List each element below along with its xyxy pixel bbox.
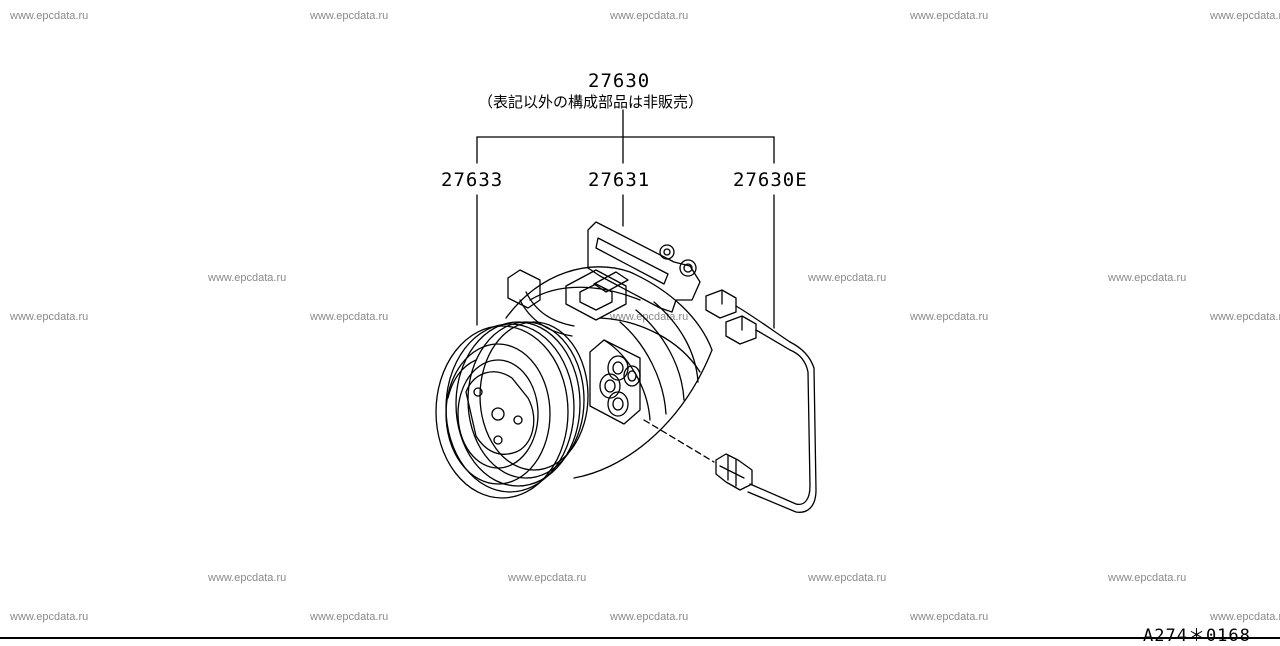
watermark: www.epcdata.ru: [1210, 10, 1280, 22]
watermark: www.epcdata.ru: [310, 10, 389, 22]
watermark: www.epcdata.ru: [1210, 611, 1280, 623]
watermark: www.epcdata.ru: [910, 611, 989, 623]
watermark: www.epcdata.ru: [310, 611, 389, 623]
watermark: www.epcdata.ru: [208, 272, 287, 284]
leader-lines: [476, 109, 775, 329]
watermark: www.epcdata.ru: [310, 311, 389, 323]
watermark: www.epcdata.ru: [610, 10, 689, 22]
sensor-leader: [643, 419, 715, 463]
callout-part-number: 27630E: [733, 169, 808, 191]
watermark: www.epcdata.ru: [10, 10, 89, 22]
watermark: www.epcdata.ru: [910, 10, 989, 22]
assembly-part-number: 27630: [588, 70, 651, 92]
callout-part-number: 27633: [441, 169, 504, 191]
watermark: www.epcdata.ru: [610, 311, 689, 323]
watermark: www.epcdata.ru: [808, 572, 887, 584]
compressor-body: [505, 221, 713, 479]
watermark: www.epcdata.ru: [10, 311, 89, 323]
sensor-harness: [705, 289, 817, 513]
service-ports: [589, 339, 641, 425]
watermark: www.epcdata.ru: [610, 611, 689, 623]
watermark: www.epcdata.ru: [1210, 311, 1280, 323]
watermark: www.epcdata.ru: [508, 572, 587, 584]
watermark: www.epcdata.ru: [10, 611, 89, 623]
assembly-note: （表記以外の構成部品は非販売）: [478, 93, 704, 111]
watermark: www.epcdata.ru: [1108, 272, 1187, 284]
watermark: www.epcdata.ru: [1108, 572, 1187, 584]
callout-part-number: 27631: [588, 169, 651, 191]
watermark: www.epcdata.ru: [910, 311, 989, 323]
watermark: www.epcdata.ru: [208, 572, 287, 584]
pulley: [435, 321, 589, 499]
watermark: www.epcdata.ru: [808, 272, 887, 284]
